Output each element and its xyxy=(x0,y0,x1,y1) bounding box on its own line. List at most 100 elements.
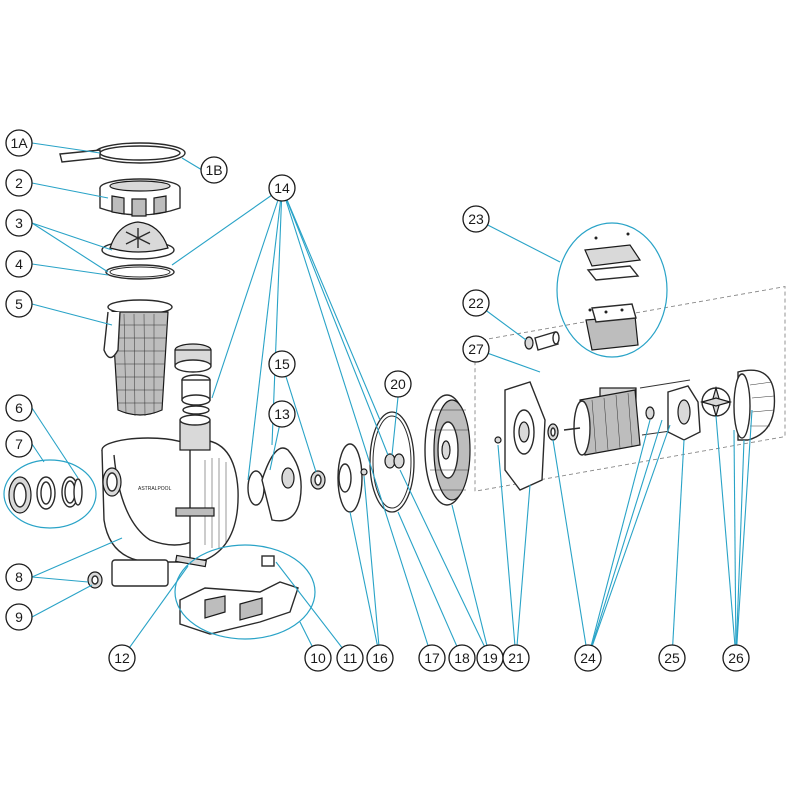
leader-24d xyxy=(587,424,671,659)
callout-5: 5 xyxy=(5,290,33,318)
svg-text:4: 4 xyxy=(15,256,23,272)
group-ellipse-7 xyxy=(3,459,97,529)
leader-14b xyxy=(211,187,283,399)
part-oring-4 xyxy=(105,264,175,280)
svg-text:3: 3 xyxy=(15,215,23,231)
leader-26a xyxy=(715,415,737,659)
part-lid-3 xyxy=(101,221,175,260)
leader-7 xyxy=(31,443,45,463)
callout-12: 12 xyxy=(108,644,136,672)
svg-text:20: 20 xyxy=(390,376,406,392)
part-pump-body-8: ASTRALPOOL xyxy=(101,414,239,587)
leader-1a xyxy=(31,142,101,154)
leader-18 xyxy=(397,511,463,659)
leader-26b xyxy=(733,429,737,659)
leader-24a xyxy=(552,439,589,659)
leader-4 xyxy=(31,263,109,276)
callout-18: 18 xyxy=(448,644,476,672)
leader-19a xyxy=(451,504,491,659)
part-fan-26 xyxy=(699,369,776,441)
leader-15 xyxy=(281,363,317,473)
svg-text:8: 8 xyxy=(15,569,23,585)
part-motor xyxy=(563,379,693,456)
svg-text:23: 23 xyxy=(468,211,484,227)
svg-text:18: 18 xyxy=(454,650,470,666)
leader-26c xyxy=(735,439,745,659)
callout-19: 19 xyxy=(476,644,504,672)
callout-24: 24 xyxy=(574,644,602,672)
part-pad-11 xyxy=(261,555,275,567)
part-capacitor-22 xyxy=(524,331,560,351)
callout-2: 2 xyxy=(5,169,33,197)
svg-text:1A: 1A xyxy=(10,135,28,151)
leader-26d xyxy=(735,409,753,659)
group-ellipse-10 xyxy=(174,544,316,640)
callout-25: 25 xyxy=(658,644,686,672)
callout-23: 23 xyxy=(462,205,490,233)
part-diffuser-13 xyxy=(247,447,302,522)
callout-17: 17 xyxy=(418,644,446,672)
svg-text:9: 9 xyxy=(15,609,23,625)
svg-text:11: 11 xyxy=(343,650,358,666)
leader-17 xyxy=(281,187,433,659)
callout-1a: 1A xyxy=(5,129,33,157)
callout-10: 10 xyxy=(304,644,332,672)
part-drain-plug-9 xyxy=(87,571,103,589)
leader-16a xyxy=(349,511,381,659)
svg-text:5: 5 xyxy=(15,296,23,312)
svg-text:26: 26 xyxy=(728,650,744,666)
leader-24c xyxy=(587,419,663,659)
svg-text:10: 10 xyxy=(310,650,326,666)
leader-3b xyxy=(31,222,109,273)
callout-14: 14 xyxy=(268,174,296,202)
leader-14a xyxy=(171,187,283,266)
leader-19b xyxy=(399,469,491,659)
svg-text:21: 21 xyxy=(508,650,524,666)
leader-14e xyxy=(281,187,381,421)
svg-text:22: 22 xyxy=(468,295,484,311)
leader-16b xyxy=(363,475,381,659)
svg-text:15: 15 xyxy=(274,356,290,372)
callout-9: 9 xyxy=(5,603,33,631)
callout-15: 15 xyxy=(268,350,296,378)
callout-20: 20 xyxy=(384,370,412,398)
leader-9 xyxy=(31,584,93,618)
svg-text:27: 27 xyxy=(468,341,484,357)
leader-23 xyxy=(475,218,561,263)
leader-24b xyxy=(587,419,651,659)
leader-25 xyxy=(671,439,685,659)
callout-21: 21 xyxy=(502,644,530,672)
callout-13: 13 xyxy=(268,400,296,428)
leader-14c xyxy=(247,187,283,481)
part-basket-5 xyxy=(103,299,173,417)
part-base-10 xyxy=(179,581,299,635)
callout-26: 26 xyxy=(722,644,750,672)
leader-1b xyxy=(181,157,203,171)
callout-8: 8 xyxy=(5,563,33,591)
svg-text:12: 12 xyxy=(114,650,130,666)
leader-2 xyxy=(31,182,109,199)
part-cover-19 xyxy=(424,394,471,506)
part-seal-16 xyxy=(337,443,368,513)
leader-21b xyxy=(515,484,531,659)
part-wrench-1a xyxy=(59,142,186,164)
callout-27: 27 xyxy=(462,335,490,363)
brand-label: ASTRALPOOL xyxy=(138,486,172,492)
svg-text:17: 17 xyxy=(424,650,440,666)
svg-text:19: 19 xyxy=(482,650,498,666)
leader-6 xyxy=(31,407,79,479)
part-flange-21 xyxy=(494,381,546,491)
svg-text:25: 25 xyxy=(664,650,680,666)
leader-14d xyxy=(271,187,283,446)
part-lid-nut-2 xyxy=(99,178,181,217)
part-mech-seal-20 xyxy=(384,453,405,469)
svg-text:6: 6 xyxy=(15,400,23,416)
leader-14f xyxy=(281,187,389,456)
leader-11 xyxy=(275,561,351,659)
part-union-7 xyxy=(8,476,79,514)
callout-16: 16 xyxy=(366,644,394,672)
part-screw-12 xyxy=(175,554,207,568)
leader-8b xyxy=(31,576,89,583)
svg-text:7: 7 xyxy=(15,436,23,452)
